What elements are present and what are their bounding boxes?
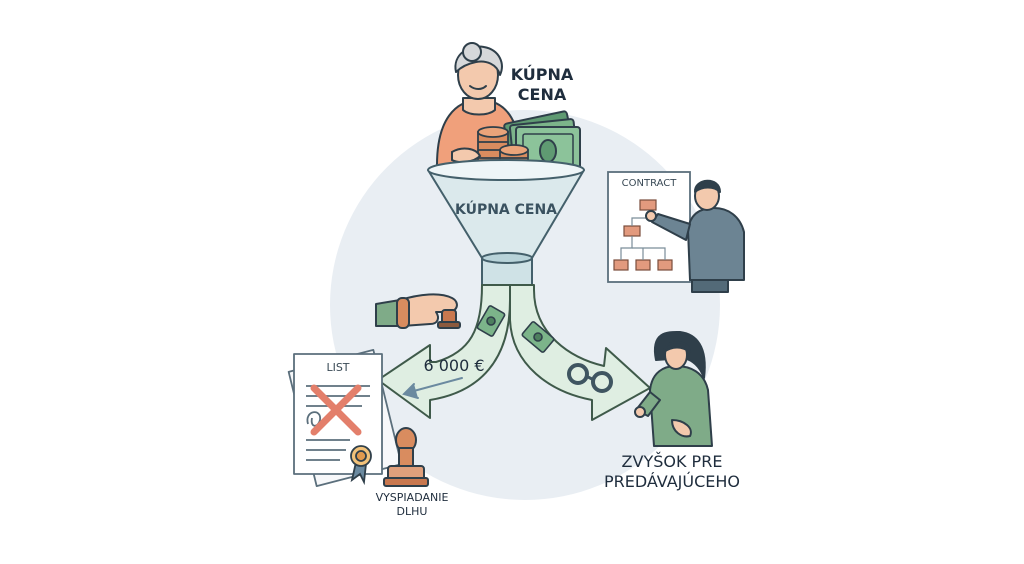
seller-label-line2: PREDÁVAJÚCEHO <box>603 472 741 491</box>
stamp-icon <box>383 427 429 487</box>
funnel-icon <box>427 159 585 289</box>
amount-label: 6 000 € <box>423 356 485 375</box>
banknote-icon <box>476 305 506 337</box>
buyer-price-label-line1: KÚPNA <box>510 65 574 84</box>
handcuffs-icon <box>567 363 613 393</box>
seller-person <box>634 330 713 447</box>
debt-label-line1: VYSPIADANIE <box>375 491 449 504</box>
seller-label-line1: ZVYŠOK PRE <box>621 452 723 471</box>
cross-mark-icon <box>310 384 362 436</box>
stamping-hand <box>375 293 461 329</box>
seal-icon <box>350 445 372 486</box>
debt-label-line2: DLHU <box>396 505 428 518</box>
right-flow-arrow <box>509 284 651 421</box>
contract-title: CONTRACT <box>621 178 677 189</box>
presenter-person <box>645 179 745 293</box>
banknote-icon <box>521 321 555 353</box>
document-title: LIST <box>326 361 350 374</box>
funnel-label: KÚPNA CENA <box>454 202 558 218</box>
small-arrow <box>402 377 463 399</box>
left-flow-arrow <box>377 284 511 419</box>
buyer-price-label-line2: CENA <box>517 85 567 104</box>
